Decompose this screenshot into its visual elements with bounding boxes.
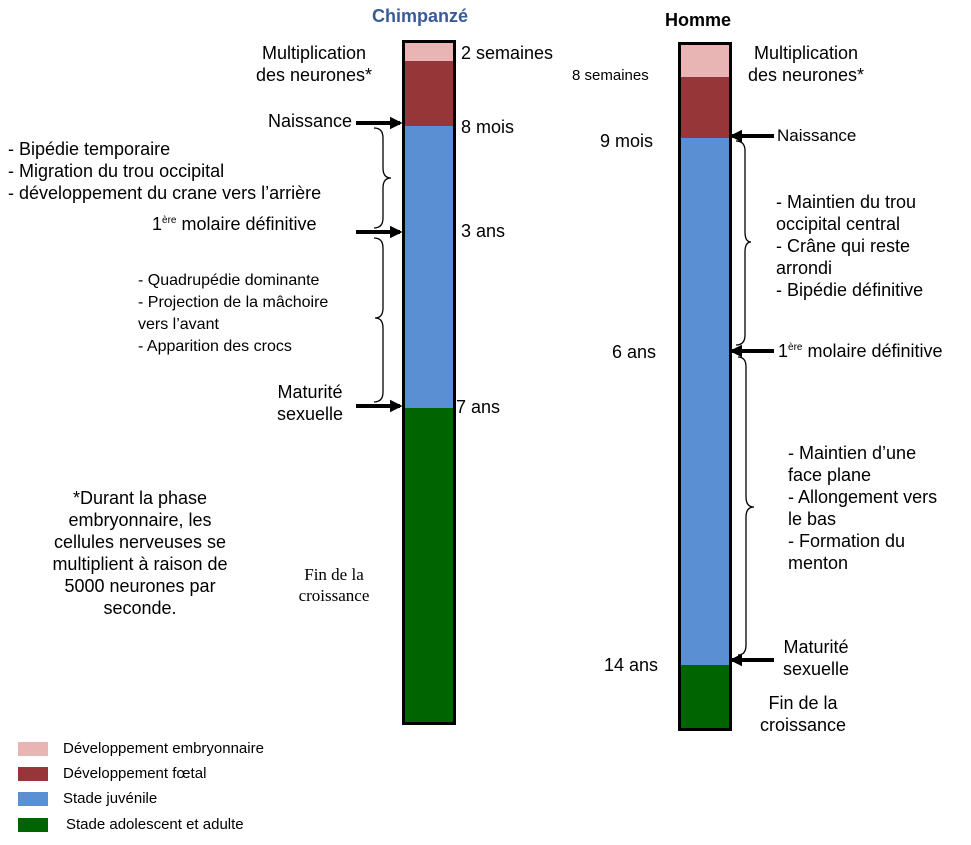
note-line: multiplient à raison de [52, 554, 228, 574]
human-maturity-line1: Maturité [783, 637, 849, 657]
human-segment-fetal [681, 77, 729, 138]
human-age-9-months: 9 mois [600, 131, 654, 151]
human-molar-prefix: 1 [778, 341, 789, 361]
legend-swatch-embryo [18, 742, 48, 756]
chimp-trait: - Migration du trou occipital [8, 161, 225, 181]
human-trait: - Crâne qui reste [776, 236, 911, 256]
chimp-segment-fetal [405, 61, 453, 126]
note-line: *Durant la phase [72, 488, 208, 508]
chimp-trait: - Quadrupédie dominante [138, 272, 320, 289]
human-segment-juvenile [681, 138, 729, 665]
human-trait: - Allongement vers [788, 487, 938, 507]
human-title: Homme [665, 10, 732, 30]
human-age-6-years: 6 ans [612, 342, 657, 362]
chimp-maturity-label: Maturité sexuelle [260, 381, 360, 425]
human-trait: - Maintien d’une [788, 443, 917, 463]
chimp-growth-end-line1: Fin de la [304, 565, 364, 584]
chimp-segment-adult [405, 408, 453, 722]
human-trait: menton [788, 553, 849, 573]
human-trait: - Maintien du trou [776, 192, 917, 212]
human-growth-end-line1: Fin de la [768, 693, 838, 713]
legend-swatch-juvenile [18, 792, 48, 806]
human-brace-2-icon [737, 356, 755, 656]
human-age-14-years: 14 ans [604, 655, 659, 675]
human-multiplication-line2: des neurones* [747, 65, 865, 85]
embryo-note: *Durant la phase embryonnaire, les cellu… [20, 487, 260, 619]
chimp-segment-embryo [405, 43, 453, 61]
chimp-title: Chimpanzé [372, 6, 469, 26]
human-timeline-bar [678, 42, 732, 731]
chimp-multiplication-line1: Multiplication [261, 43, 367, 63]
legend-swatch-adult [18, 818, 48, 832]
chimp-age-2-weeks: 2 semaines [461, 43, 554, 63]
human-maturity-line2: sexuelle [782, 659, 850, 679]
human-trait: arrondi [776, 258, 833, 278]
chimp-timeline-bar [402, 40, 456, 725]
chimp-segment-juvenile [405, 126, 453, 408]
human-birth-label: Naissance [777, 126, 857, 145]
human-trait: occipital central [776, 214, 901, 234]
chimp-first-molar-label: 1ère molaire définitive [152, 213, 317, 235]
chimp-trait: vers l’avant [138, 316, 219, 333]
human-maturity-label: Maturité sexuelle [766, 636, 866, 680]
chimp-trait: - Projection de la mâchoire [138, 294, 329, 311]
chimp-brace-1-icon [373, 127, 392, 229]
human-growth-end-line2: croissance [759, 715, 847, 735]
human-trait: - Formation du [788, 531, 906, 551]
chimp-growth-end-label: Fin de la croissance [284, 564, 384, 606]
human-trait: face plane [788, 465, 872, 485]
chimp-maturity-line1: Maturité [277, 382, 343, 402]
chimp-trait: - Apparition des crocs [138, 338, 292, 355]
human-multiplication-line1: Multiplication [753, 43, 859, 63]
legend-label-embryo: Développement embryonnaire [63, 740, 264, 757]
human-molar-suffix: molaire définitive [802, 341, 943, 361]
chimp-molar-suffix: molaire définitive [176, 214, 317, 234]
human-segment-adult [681, 665, 729, 728]
chimp-traits-group-1: - Bipédie temporaire - Migration du trou… [8, 138, 321, 204]
note-line: cellules nerveuses se [53, 532, 227, 552]
human-first-molar-label: 1ère molaire définitive [778, 340, 943, 362]
human-growth-end-label: Fin de la croissance [743, 692, 863, 736]
human-brace-1-icon [735, 140, 752, 346]
chimp-trait: - Bipédie temporaire [8, 139, 171, 159]
chimp-trait: - développement du crane vers l’arrière [8, 183, 322, 203]
chimp-age-7-years: 7 ans [456, 397, 501, 417]
chimp-growth-end-line2: croissance [298, 586, 370, 605]
human-traits-group-2: - Maintien d’une face plane - Allongemen… [788, 442, 937, 574]
note-line: embryonnaire, les [68, 510, 212, 530]
human-traits-group-1: - Maintien du trou occipital central - C… [776, 191, 923, 301]
chimp-multiplication-label: Multiplication des neurones* [244, 42, 384, 86]
legend-swatch-fetal [18, 767, 48, 781]
legend-label-juvenile: Stade juvénile [63, 790, 158, 807]
chimp-birth-label: Naissance [267, 111, 352, 131]
chimp-maturity-line2: sexuelle [276, 404, 344, 424]
human-multiplication-label: Multiplication des neurones* [736, 42, 876, 86]
chimp-age-3-years: 3 ans [461, 221, 506, 241]
note-line: 5000 neurones par [64, 576, 216, 596]
human-trait: le bas [788, 509, 837, 529]
chimp-traits-group-2: - Quadrupédie dominante - Projection de … [138, 270, 328, 358]
human-molar-sup: ère [788, 342, 803, 353]
human-trait: - Bipédie définitive [776, 280, 924, 300]
legend-label-fetal: Développement fœtal [63, 765, 207, 782]
human-segment-embryo [681, 45, 729, 77]
legend-label-adult: Stade adolescent et adulte [66, 816, 244, 833]
note-line: seconde. [103, 598, 177, 618]
chimp-molar-prefix: 1 [152, 214, 163, 234]
chimp-molar-sup: ère [162, 215, 177, 226]
human-age-8-weeks: 8 semaines [572, 67, 649, 84]
chimp-age-8-months: 8 mois [461, 117, 515, 137]
chimp-brace-2-icon [373, 237, 384, 403]
chimp-multiplication-line2: des neurones* [255, 65, 373, 85]
